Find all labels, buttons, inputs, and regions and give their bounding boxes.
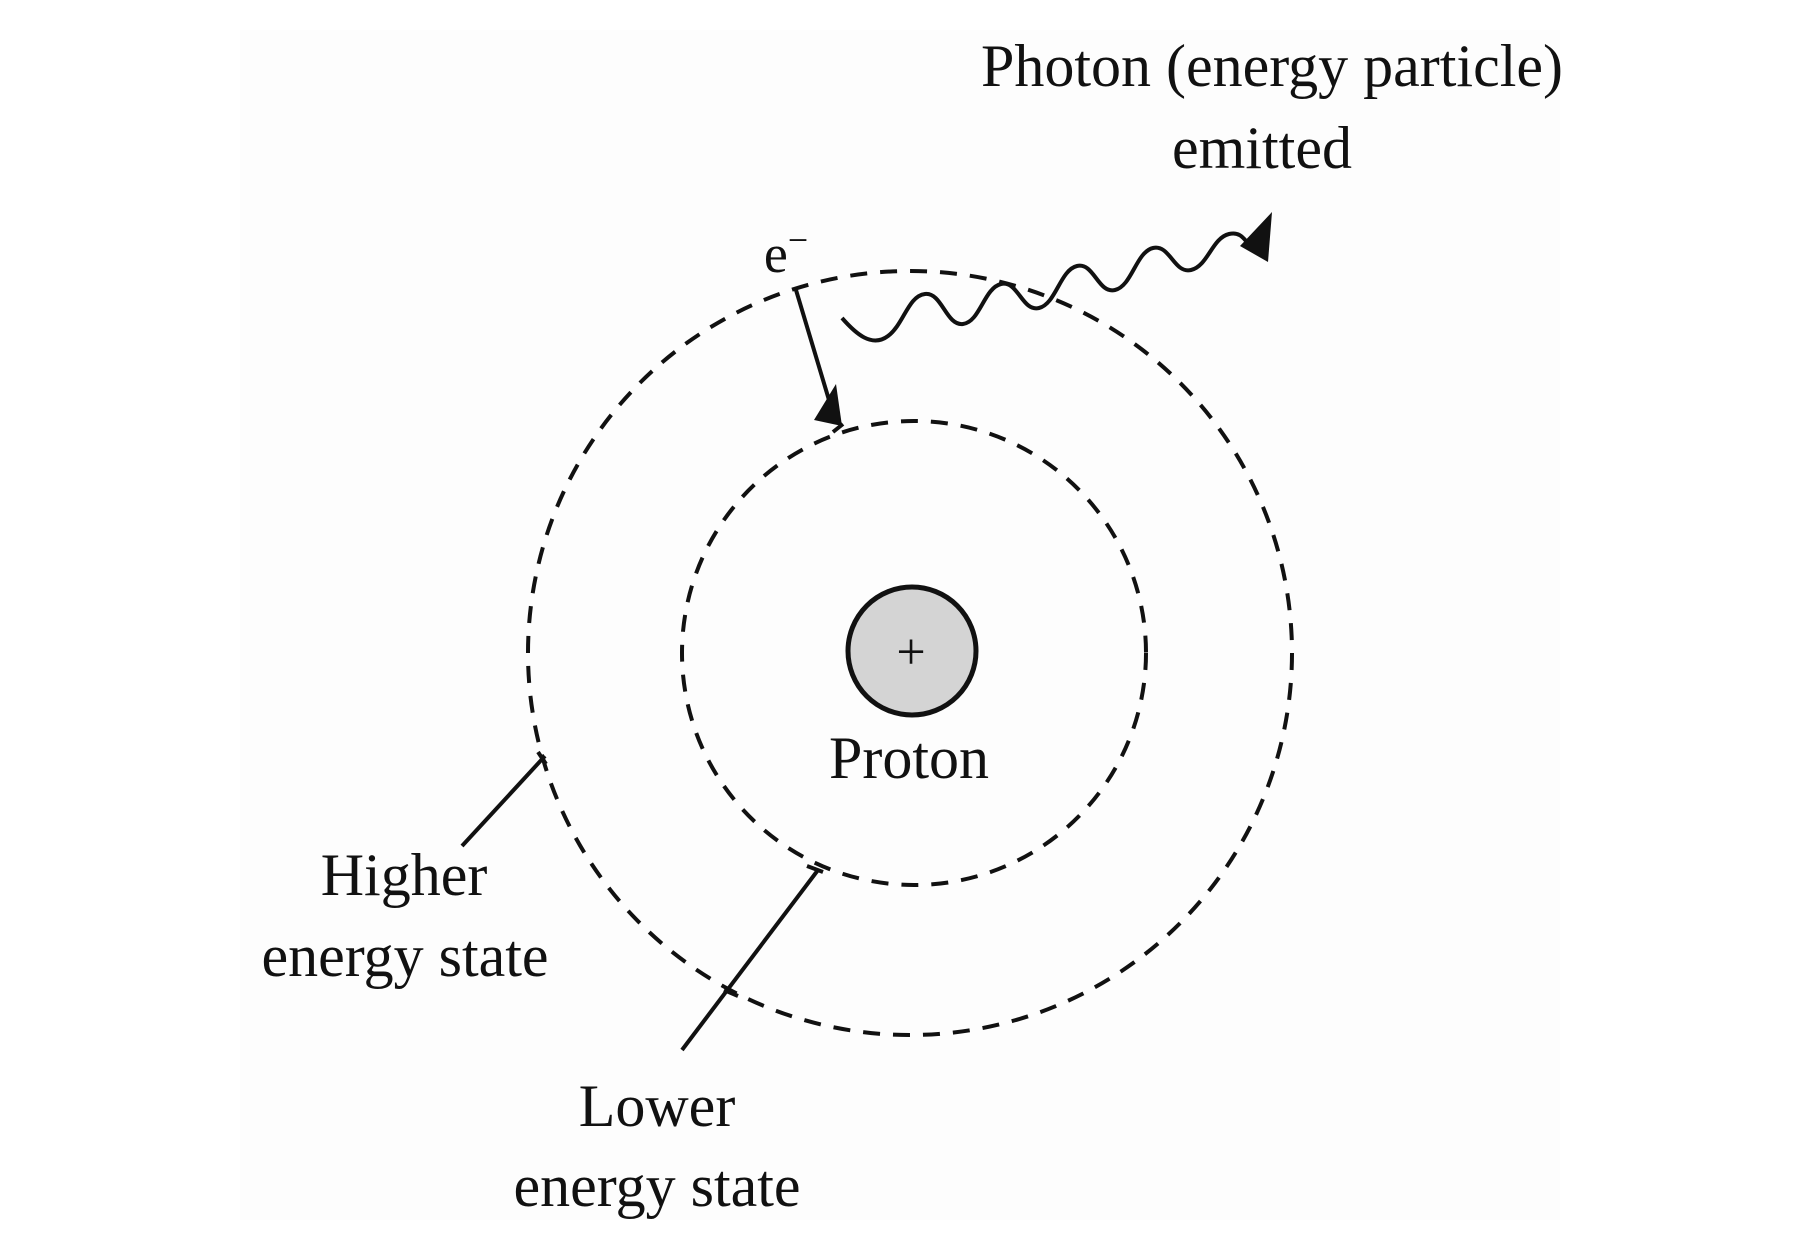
wavy-arrow-icon	[840, 212, 1272, 343]
photon-label-line2: emitted	[1172, 115, 1352, 181]
inner-orbit-lower-energy-state	[680, 419, 1148, 887]
lower-energy-state-tick-outer	[723, 988, 739, 998]
higher-energy-state-label-line1: Higher	[321, 842, 488, 908]
electron-symbol: e	[764, 224, 788, 284]
photon-label-line1: Photon (energy particle)	[981, 33, 1563, 99]
higher-energy-state-label-line2: energy state	[261, 923, 548, 989]
proton-circle	[845, 584, 979, 718]
proton: +	[845, 584, 979, 718]
lower-energy-state-label-line2: energy state	[513, 1153, 800, 1219]
proton-label: Proton	[829, 725, 989, 791]
lower-energy-state-tick-inner	[806, 864, 824, 874]
outer-orbit-higher-energy-state	[526, 269, 1294, 1037]
electron-label: e−	[764, 220, 808, 284]
electron-charge: −	[788, 220, 808, 260]
lower-energy-state-label-line1: Lower	[579, 1073, 736, 1139]
lower-energy-state-leader	[680, 868, 820, 1052]
higher-energy-state-leader	[460, 754, 547, 848]
higher-energy-state-tick	[536, 750, 548, 766]
arrow-down-icon	[794, 289, 845, 434]
proton-sign: +	[896, 624, 925, 681]
